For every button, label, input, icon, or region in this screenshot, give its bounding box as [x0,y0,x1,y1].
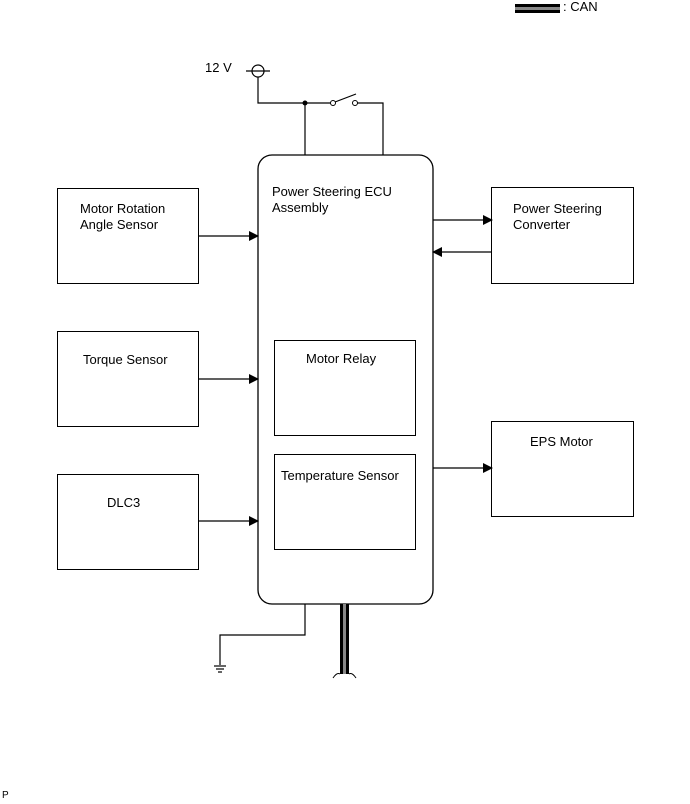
converter-label-2: Converter [513,217,571,232]
eps-motor-box: EPS Motor [491,421,634,517]
ground-wire [219,604,306,665]
ground-icon [214,665,226,673]
switched-wire [357,102,384,155]
footer-code: P [2,790,9,801]
motor-rotation-angle-sensor-box: Motor Rotation Angle Sensor [57,188,199,284]
can-bus-wire [332,604,357,679]
motor-rotation-label-2: Angle Sensor [80,217,159,232]
temperature-sensor-label: Temperature Sensor [281,468,399,483]
dlc3-label: DLC3 [107,495,141,510]
motor-relay-box: Motor Relay [274,340,416,436]
torque-sensor-box: Torque Sensor [57,331,199,427]
ecu-title-line1: Power Steering ECU [272,184,392,199]
power-source-icon [246,64,270,78]
power-steering-converter-box: Power Steering Converter [491,187,634,284]
ecu-title-line2: Assembly [272,200,329,215]
temperature-sensor-box: Temperature Sensor [274,454,416,550]
converter-label-1: Power Steering [513,201,602,216]
power-label: 12 V [205,60,232,75]
power-wire [257,77,333,104]
torque-sensor-label: Torque Sensor [83,352,168,367]
can-legend-symbol [515,4,560,13]
motor-rotation-label-1: Motor Rotation [80,201,166,216]
motor-relay-label: Motor Relay [306,351,377,366]
can-legend-label: : CAN [563,0,598,14]
dlc3-box: DLC3 [57,474,199,570]
eps-motor-label: EPS Motor [530,434,593,449]
switch-icon [330,93,358,106]
